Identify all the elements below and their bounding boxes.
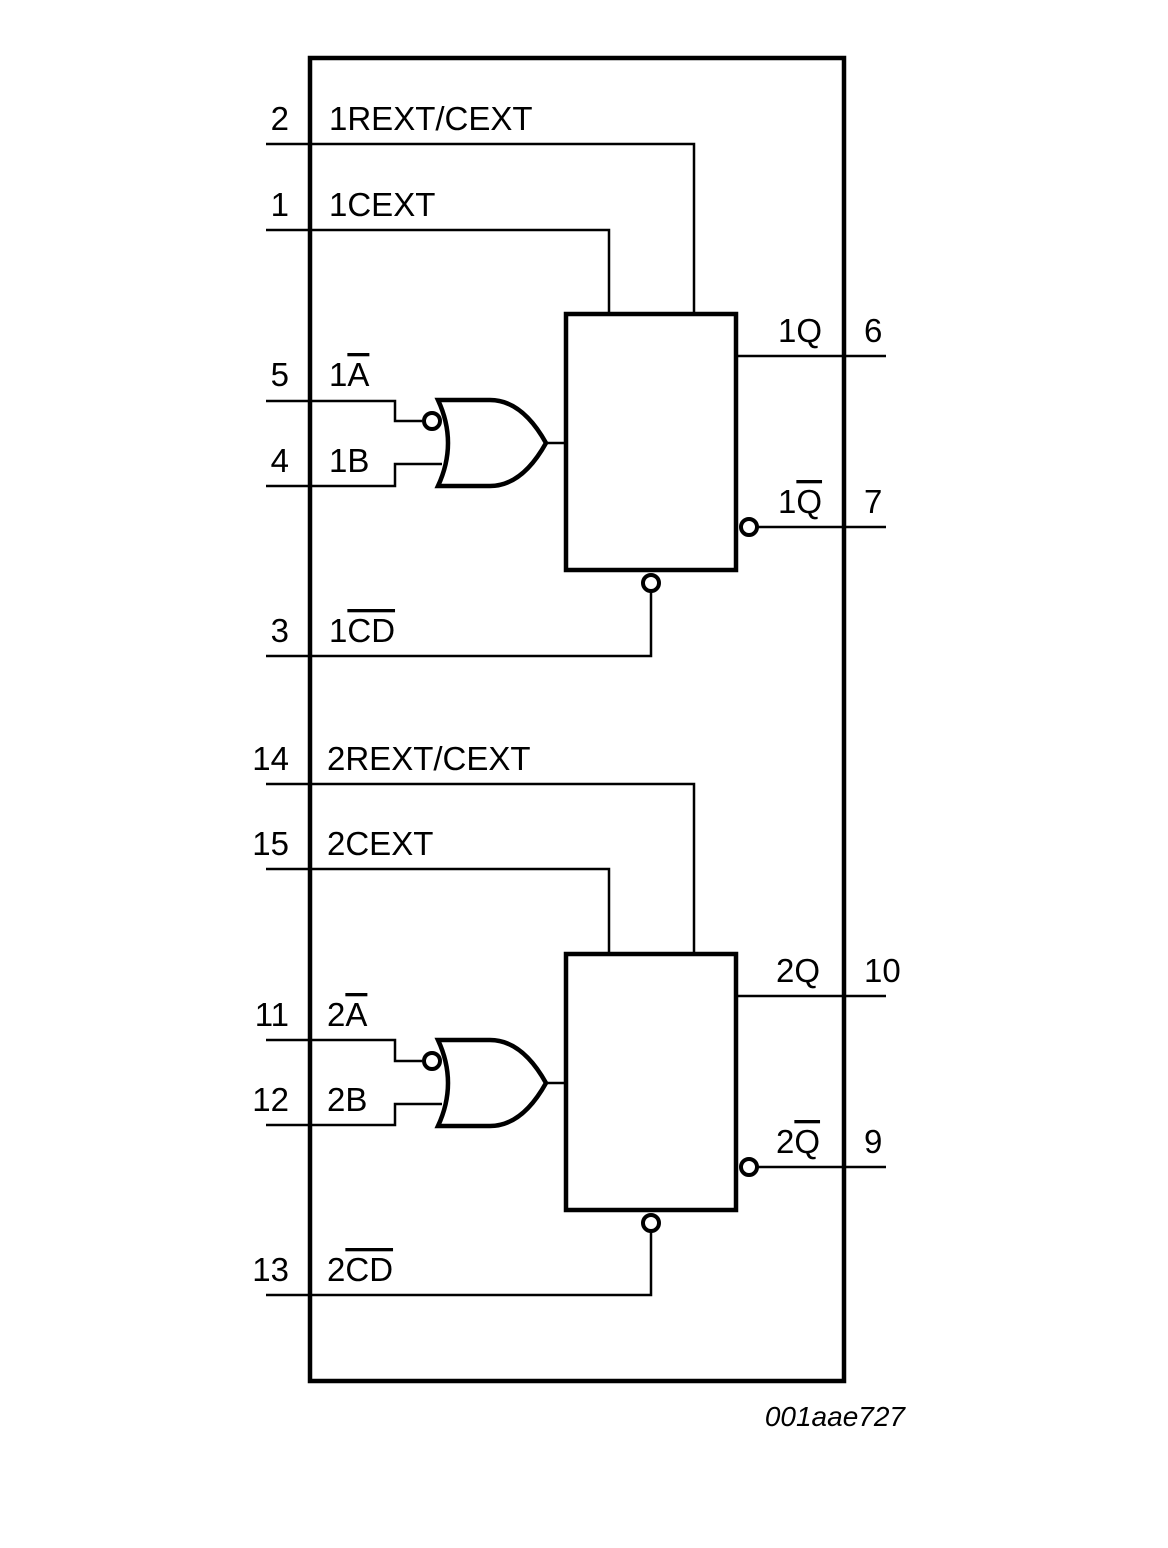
- inverter-bubble-1qbar: [739, 517, 759, 537]
- signal-label: 2Q: [776, 952, 820, 989]
- monostable-unit-1: 2 1 5 4 3 6 7 1REXT/CEXT 1CEXT 1A 1B 1CD…: [266, 100, 886, 658]
- pin-number: 12: [252, 1081, 289, 1118]
- pin-number: 1: [271, 186, 289, 223]
- pin-number: 7: [864, 483, 882, 520]
- pin-number: 9: [864, 1123, 882, 1160]
- wire-2cd: [266, 1231, 653, 1297]
- wire-1cext: [266, 228, 611, 314]
- monostable-block-2: [563, 951, 739, 1213]
- wire-1a: [266, 399, 422, 423]
- signal-label: 2A: [327, 996, 367, 1033]
- inverter-bubble-2qbar: [739, 1157, 759, 1177]
- inverter-bubble-1cd: [641, 573, 661, 593]
- wire-1b: [266, 462, 442, 488]
- signal-label: 1B: [329, 442, 369, 479]
- pin-number: 5: [271, 356, 289, 393]
- signal-label: 2CD: [327, 1251, 393, 1288]
- or-gate-2: [434, 1037, 549, 1129]
- pin-number: 4: [271, 442, 289, 479]
- pin-number: 3: [271, 612, 289, 649]
- inverter-bubble-2cd: [641, 1213, 661, 1233]
- signal-label: 2B: [327, 1081, 367, 1118]
- wire-1rext-cext: [266, 142, 696, 314]
- signal-label: 1Q: [778, 483, 822, 520]
- pin-number: 15: [252, 825, 289, 862]
- or-gate-1: [434, 397, 549, 489]
- pin-number: 6: [864, 312, 882, 349]
- wire-2cext: [266, 867, 611, 954]
- wire-2rext-cext: [266, 782, 696, 954]
- pin-number: 11: [255, 996, 289, 1033]
- figure-code: 001aae727: [765, 1401, 907, 1432]
- monostable-unit-2: 14 15 11 12 13 10 9 2REXT/CEXT 2CEXT 2A …: [252, 740, 901, 1297]
- wire-1cd: [266, 591, 653, 658]
- signal-label: 1A: [329, 356, 369, 393]
- signal-label: 1CD: [329, 612, 395, 649]
- signal-label: 2CEXT: [327, 825, 433, 862]
- pin-number: 2: [271, 100, 289, 137]
- pin-number: 14: [252, 740, 289, 777]
- signal-label: 2Q: [776, 1123, 820, 1160]
- signal-label: 1CEXT: [329, 186, 435, 223]
- signal-label: 1REXT/CEXT: [329, 100, 533, 137]
- pin-number: 10: [864, 952, 901, 989]
- package-outline: [307, 55, 847, 1384]
- wire-2b: [266, 1102, 442, 1127]
- wire-2a: [266, 1038, 422, 1063]
- inverter-bubble-2a: [422, 1051, 442, 1071]
- signal-label: 2REXT/CEXT: [327, 740, 531, 777]
- monostable-block-1: [563, 311, 739, 573]
- inverter-bubble-1a: [422, 411, 442, 431]
- pin-number: 13: [252, 1251, 289, 1288]
- signal-label: 1Q: [778, 312, 822, 349]
